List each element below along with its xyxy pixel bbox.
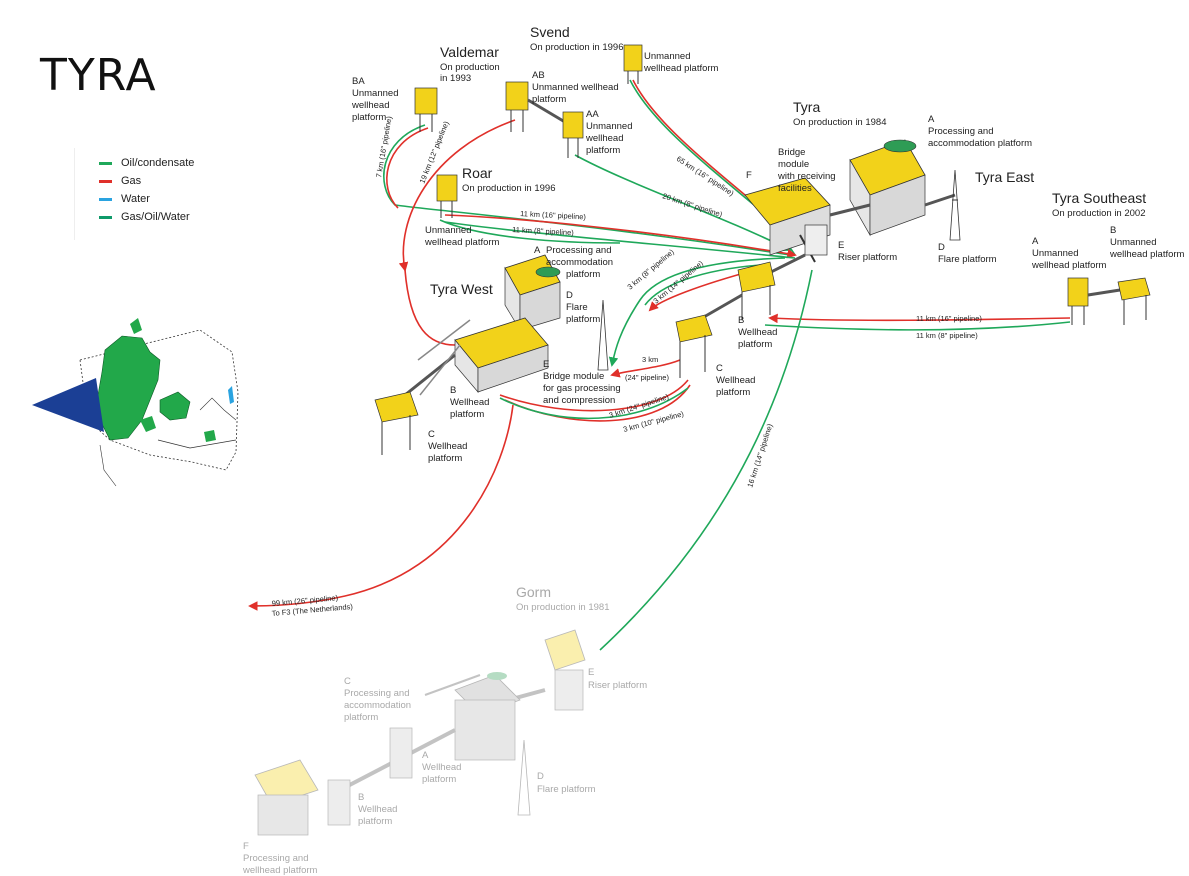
pipelines bbox=[248, 79, 1071, 651]
pipeline-label: 3 km bbox=[642, 355, 658, 364]
platform-gorm bbox=[254, 629, 586, 836]
legend-label: Oil/condensate bbox=[121, 157, 195, 169]
platform-valdemar-ab bbox=[505, 81, 571, 132]
platform-tyra-west bbox=[374, 254, 609, 455]
pipeline-label: 20 km (8" pipeline) bbox=[661, 191, 723, 219]
platform-drawings bbox=[254, 44, 1151, 836]
legend-label: Gas/Oil/Water bbox=[121, 211, 190, 223]
field-status: On production in 1996 bbox=[530, 42, 623, 53]
legend-swatch bbox=[99, 179, 112, 183]
field-status: in 1993 bbox=[440, 73, 471, 84]
legend-item-oil: Oil/condensate bbox=[99, 154, 194, 172]
legend: Oil/condensate Gas Water Gas/Oil/Water bbox=[74, 148, 194, 240]
field-name-gorm: Gorm bbox=[516, 584, 551, 600]
field-status: On production in 1996 bbox=[462, 183, 555, 194]
field-name-tyra-west: Tyra West bbox=[430, 281, 493, 297]
legend-item-gas: Gas bbox=[99, 172, 194, 190]
field-name-roar: Roar bbox=[462, 165, 493, 181]
platform-svend bbox=[623, 44, 643, 84]
platform-valdemar-aa bbox=[562, 111, 584, 158]
platform-tyra bbox=[675, 139, 961, 378]
location-map bbox=[32, 318, 239, 487]
field-labels: Valdemar On production in 1993 Svend On … bbox=[430, 24, 1146, 613]
legend-swatch bbox=[99, 197, 112, 201]
field-name-tyra: Tyra bbox=[793, 99, 820, 115]
legend-item-mixed: Gas/Oil/Water bbox=[99, 208, 194, 226]
legend-label: Gas bbox=[121, 175, 142, 187]
pipeline-label: 11 km (16" pipeline) bbox=[520, 209, 587, 221]
platform-tyra-southeast bbox=[1067, 277, 1151, 325]
legend-label: Water bbox=[121, 193, 150, 205]
pipeline-label: 7 km (16" pipeline) bbox=[374, 115, 394, 178]
pipeline-label: (24" pipeline) bbox=[625, 373, 669, 382]
field-status: On production bbox=[440, 62, 500, 73]
field-status: On production in 1984 bbox=[793, 117, 886, 128]
pipeline-label: 11 km (8" pipeline) bbox=[916, 331, 978, 340]
field-name-tyra-east: Tyra East bbox=[975, 169, 1034, 185]
platform-label-tyra-f: F bbox=[746, 170, 752, 181]
legend-swatch bbox=[99, 215, 112, 219]
field-name-svend: Svend bbox=[530, 24, 570, 40]
field-name-valdemar: Valdemar bbox=[440, 44, 499, 60]
page-title: TYRA bbox=[40, 50, 157, 101]
platform-roar bbox=[436, 174, 458, 218]
field-status: On production in 1981 bbox=[516, 602, 609, 613]
legend-item-water: Water bbox=[99, 190, 194, 208]
field-status: On production in 2002 bbox=[1052, 208, 1145, 219]
pipeline-label: 11 km (8" pipeline) bbox=[512, 225, 575, 237]
field-name-tyra-southeast: Tyra Southeast bbox=[1052, 190, 1146, 206]
pipeline-label: 11 km (16" pipeline) bbox=[916, 314, 982, 323]
legend-swatch bbox=[99, 161, 112, 165]
platform-valdemar-ba bbox=[414, 87, 438, 132]
